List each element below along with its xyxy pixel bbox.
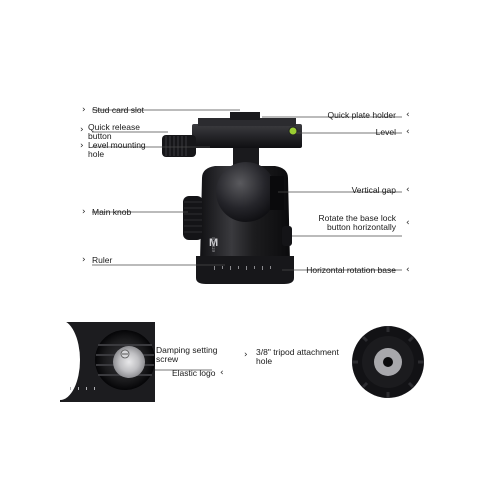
elastic-logo-disc (113, 346, 145, 378)
clamp-top-plate (198, 118, 296, 126)
label-vertical-gap: Vertical gap (351, 185, 396, 195)
label-elastic-logo: Elastic logo (172, 368, 216, 378)
arrow-vertical-gap: ‹ (406, 185, 410, 195)
brand-logo: M (209, 237, 218, 249)
knob-detail-illustration (40, 320, 155, 402)
tripod-hole (383, 357, 393, 367)
leader-lines (92, 109, 402, 371)
label-level-mounting-hole: Level mounting hole (88, 140, 146, 159)
arrow-level: ‹ (406, 127, 410, 137)
arrow-level-mounting-hole: › (80, 141, 84, 151)
arrow-horizontal-rotation-base: ‹ (406, 265, 410, 275)
label-stud-card-slot: Stud card slot (92, 105, 144, 115)
rotation-base (196, 256, 294, 284)
label-rotate-base-lock: Rotate the base lock button horizontally (318, 213, 397, 232)
arrow-rotate-base-lock: ‹ (406, 218, 410, 228)
label-damping-setting-screw: Damping setting screw (156, 345, 218, 364)
label-main-knob: Main knob (92, 207, 132, 217)
ball (216, 162, 276, 222)
quick-release-knob (162, 135, 196, 157)
base-lock-knob (282, 226, 292, 246)
arrow-quick-plate-holder: ‹ (406, 110, 410, 120)
arrow-stud-card-slot: › (82, 105, 86, 115)
main-knob (183, 196, 203, 240)
level-bubble (288, 126, 298, 136)
label-quick-plate-holder: Quick plate holder (327, 110, 396, 120)
arrow-ruler: › (82, 255, 86, 265)
label-level: Level (375, 127, 396, 137)
quick-plate-clamp (192, 124, 302, 148)
label-quick-release-button: Quick release button (88, 122, 140, 141)
label-tripod-attachment-hole: 3/8" tripod attachment hole (256, 347, 339, 366)
brand-text: ersace (211, 237, 217, 252)
arrow-tripod-attachment-hole: › (244, 350, 248, 360)
arrow-quick-release-button: › (80, 125, 84, 135)
ball-head-illustration (162, 112, 302, 284)
label-horizontal-rotation-base: Horizontal rotation base (306, 265, 396, 275)
base-bottom-illustration (352, 326, 424, 398)
label-ruler: Ruler (92, 255, 113, 265)
arrow-main-knob: › (82, 207, 86, 217)
arrow-elastic-logo: ‹ (220, 368, 224, 378)
